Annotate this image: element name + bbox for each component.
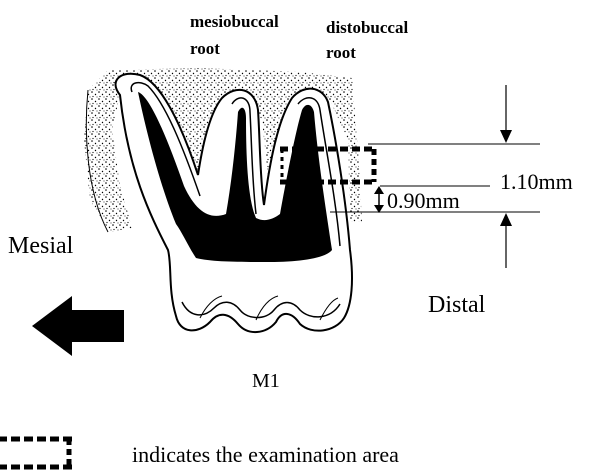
inner-measure-label: 0.90mm [387, 188, 460, 213]
mesial-label: Mesial [8, 233, 74, 259]
legend-text: indicates the examination area [132, 442, 399, 467]
tooth-label: M1 [252, 370, 280, 392]
distal-label: Distal [428, 292, 486, 318]
mesiobuccal-root-label: mesiobuccal root [190, 12, 283, 58]
outer-measure-label: 1.10mm [500, 169, 573, 194]
legend-examination-swatch [0, 439, 72, 467]
distobuccal-root-label: distobuccal root [326, 18, 412, 62]
mesial-direction-arrow [32, 296, 124, 356]
inner-measure-arrow [374, 186, 384, 213]
